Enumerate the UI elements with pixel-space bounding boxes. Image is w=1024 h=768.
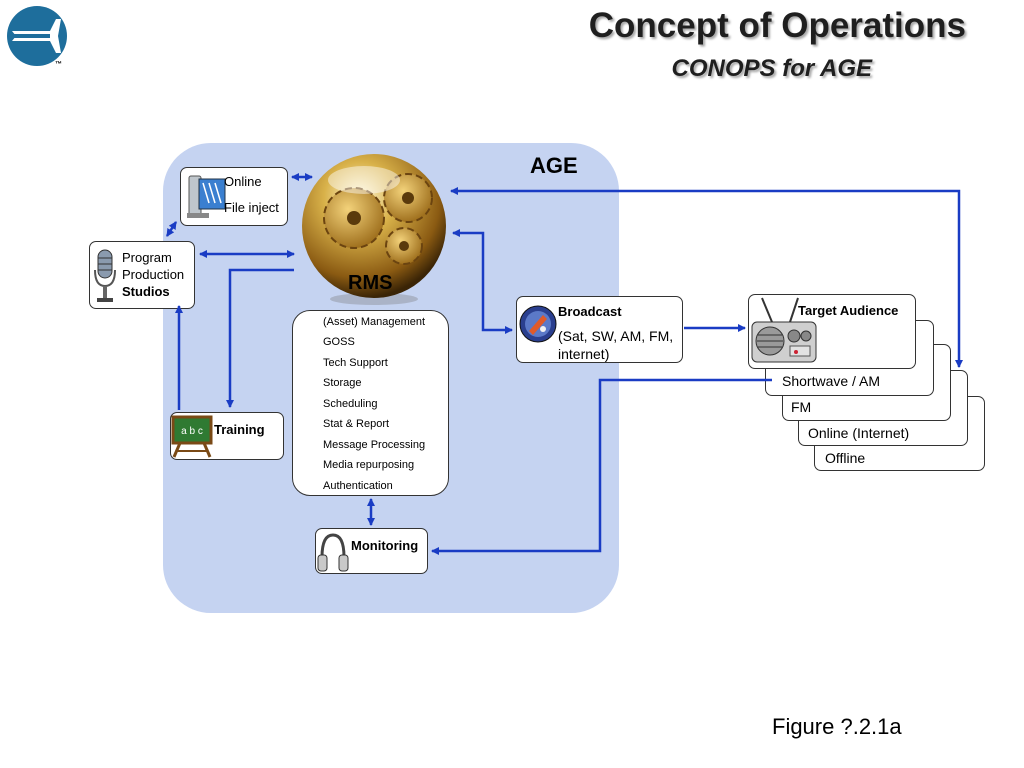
organization-logo (7, 6, 67, 66)
target-audience-title: Target Audience (798, 303, 899, 318)
trademark-mark: ™ (55, 61, 62, 68)
page-title: Concept of Operations (588, 6, 966, 45)
rms-label: RMS (348, 272, 393, 294)
broadcast-detail-line2: internet) (558, 346, 610, 362)
online-label: Online (224, 174, 262, 189)
training-label: Training (214, 422, 265, 437)
rms-function-item: Storage (323, 377, 362, 389)
radio-icon (751, 297, 817, 363)
page-subtitle: CONOPS for AGE (671, 55, 872, 82)
broadcast-title: Broadcast (558, 304, 622, 319)
file-inject-label: File inject (224, 200, 279, 215)
channel-label-shortwave: Shortwave / AM (782, 373, 881, 389)
rms-function-item: Stat & Report (323, 418, 390, 430)
rms-functions-box: (Asset) Management GOSS Tech Support Sto… (292, 310, 449, 496)
chalkboard-letters: a b c (181, 426, 203, 437)
chalkboard-icon: a b c (171, 415, 213, 458)
rms-function-item: Tech Support (323, 357, 388, 369)
rms-function-item: Authentication (323, 480, 393, 492)
monitoring-label: Monitoring (351, 538, 419, 553)
rms-function-item: Media repurposing (323, 459, 415, 471)
microphone-icon (94, 249, 116, 302)
rms-function-item: (Asset) Management (323, 316, 426, 328)
studios-label-line3: Studios (122, 284, 170, 299)
file-inject-icon (187, 175, 226, 218)
headphones-icon (317, 533, 349, 572)
rms-function-item: GOSS (323, 336, 355, 348)
rms-function-item: Scheduling (323, 398, 378, 410)
broadcast-detail-line1: (Sat, SW, AM, FM, (558, 328, 674, 344)
figure-caption: Figure ?.2.1a (772, 714, 902, 739)
rms-function-item: Message Processing (323, 439, 426, 451)
studios-label-line1: Program (122, 250, 172, 265)
studios-label-line2: Production (122, 267, 185, 282)
channel-label-offline: Offline (825, 450, 866, 466)
rms-gears-icon (302, 154, 446, 305)
channel-label-fm: FM (791, 399, 812, 415)
broadcast-satellite-icon (519, 305, 557, 343)
age-region-label: AGE (530, 153, 578, 178)
channel-label-online: Online (Internet) (808, 425, 910, 441)
